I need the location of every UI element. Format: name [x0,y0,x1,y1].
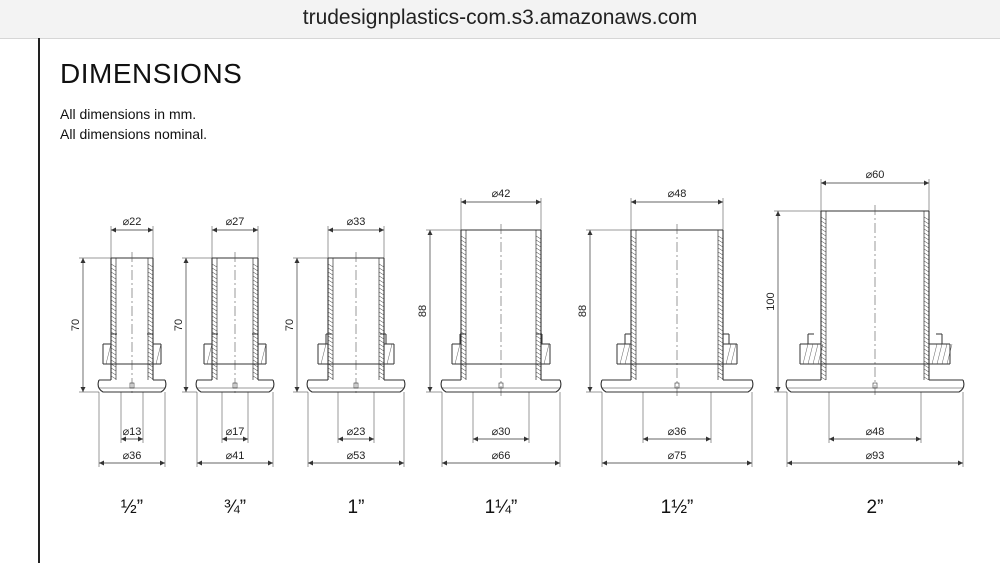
bore-diameter-label: ⌀23 [347,426,366,438]
url-text[interactable]: trudesignplastics-com.s3.amazonaws.com [302,6,698,29]
fitting-size-label: 1½” [661,497,694,518]
length-label: 70 [70,319,82,331]
flange-diameter-label: ⌀66 [492,450,511,462]
note-nominal: All dimensions nominal. [60,126,208,142]
length-label: 88 [577,305,589,317]
fitting-body [440,224,562,396]
top-diameter-label: ⌀60 [866,169,885,181]
left-margin-rule [38,38,40,563]
bore-diameter-label: ⌀48 [866,426,885,438]
fitting-size-label: ¾” [224,497,246,518]
fitting-size-label: ½” [121,497,143,518]
length-label: 70 [284,319,296,331]
fitting-body [195,252,275,396]
flange-diameter-label: ⌀36 [123,450,142,462]
top-diameter-label: ⌀33 [347,216,366,228]
bore-diameter-label: ⌀17 [226,426,245,438]
top-diameter-label: ⌀42 [492,188,511,200]
bore-diameter-label: ⌀36 [668,426,687,438]
top-diameter-label: ⌀22 [123,216,142,228]
length-label: 100 [765,292,777,310]
flange-diameter-label: ⌀41 [226,450,245,462]
fitting-4: ⌀42 88 ⌀30 ⌀66 1¼” [417,188,562,518]
flange-diameter-label: ⌀75 [668,450,687,462]
page-title: DIMENSIONS [60,58,243,89]
fitting-1: ⌀22 70 ⌀13 ⌀36 ½” [70,216,167,518]
fitting-6: ⌀60 100 ⌀48 ⌀93 2” [765,169,965,518]
browser-address-bar: trudesignplastics-com.s3.amazonaws.com [0,0,1000,39]
fitting-body [306,252,406,396]
flange-diameter-label: ⌀53 [347,450,366,462]
fitting-body [600,224,754,396]
fitting-size-label: 1” [348,497,365,518]
fitting-size-label: 2” [867,497,884,518]
note-units: All dimensions in mm. [60,106,197,122]
fitting-body [785,205,965,396]
fitting-size-label: 1¼” [485,497,518,518]
length-label: 70 [173,319,185,331]
fitting-2: ⌀27 70 ⌀17 ⌀41 ¾” [173,216,275,518]
top-diameter-label: ⌀48 [668,188,687,200]
fitting-3: ⌀33 70 ⌀23 ⌀53 1” [284,216,406,518]
bore-diameter-label: ⌀13 [123,426,142,438]
fitting-body [97,252,167,396]
flange-diameter-label: ⌀93 [866,450,885,462]
fitting-5: ⌀48 88 ⌀36 ⌀75 1½” [577,188,754,518]
bore-diameter-label: ⌀30 [492,426,511,438]
top-diameter-label: ⌀27 [226,216,245,228]
length-label: 88 [417,305,429,317]
